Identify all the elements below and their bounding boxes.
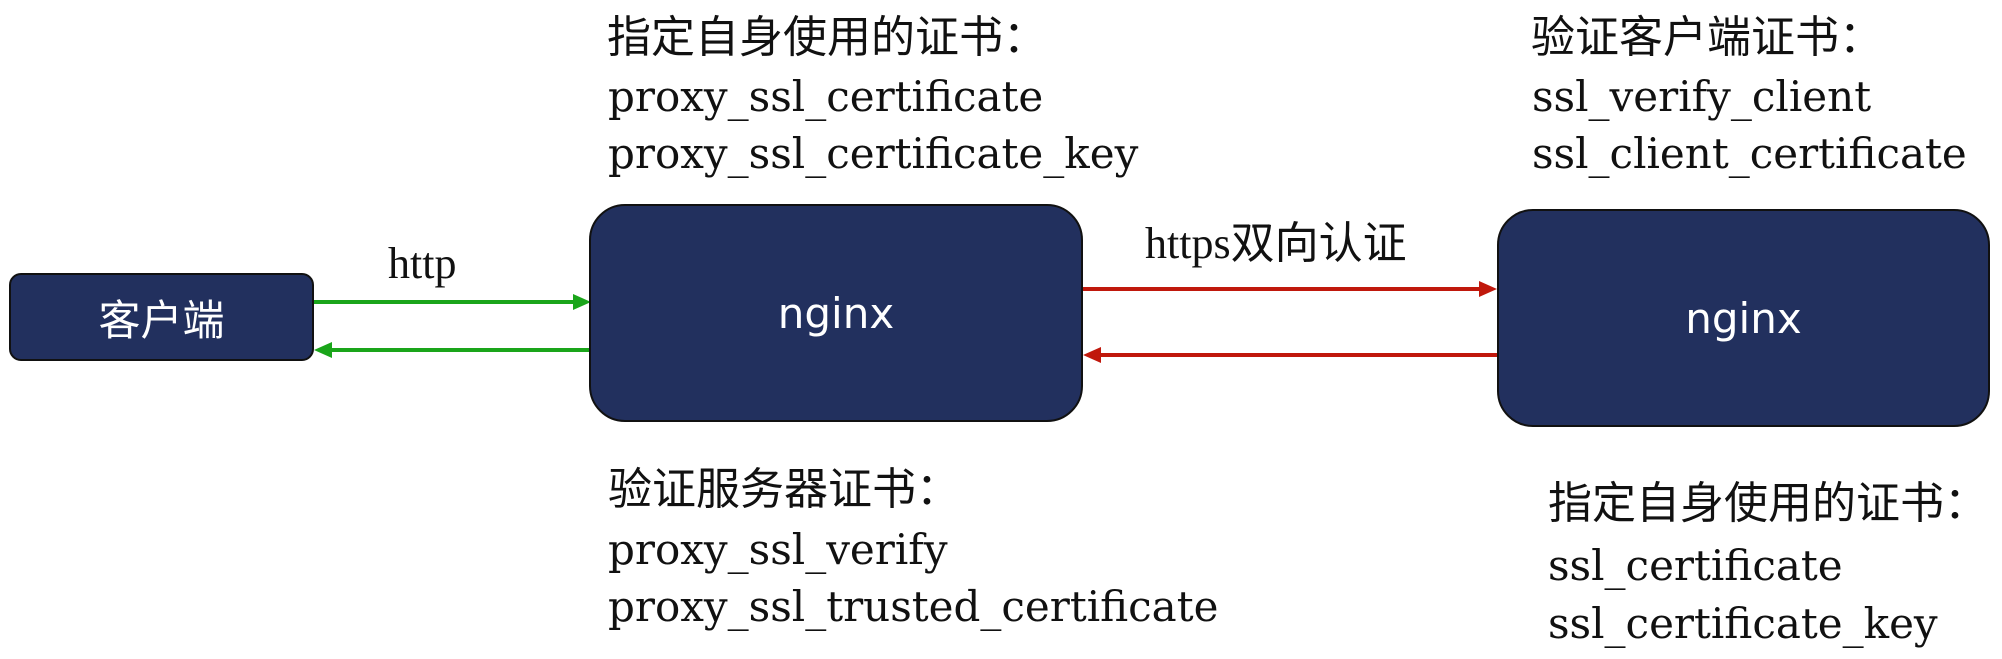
proxy-verify-server-line-2: proxy_ssl_trusted_certificate: [608, 582, 1219, 631]
server-own-cert-line-1: ssl_certificate: [1548, 541, 1843, 590]
http-edge-label: http: [388, 239, 457, 288]
server-own-cert-line-2: ssl_certificate_key: [1548, 599, 1938, 648]
nginx-server-node: nginx: [1497, 209, 1990, 427]
proxy-own-cert-line-2: proxy_ssl_certificate_key: [608, 129, 1139, 178]
server-verify-client-title: 验证客户端证书：: [1531, 12, 1883, 63]
https-response-arrowhead: [1083, 347, 1101, 363]
client-node-label: 客户端: [98, 295, 225, 345]
nginx-proxy-node: nginx: [589, 204, 1083, 422]
server-verify-client-line-1: ssl_verify_client: [1532, 72, 1872, 121]
client-node: 客户端: [9, 273, 314, 361]
nginx-server-node-label: nginx: [1685, 293, 1802, 343]
server-verify-client-line-2: ssl_client_certificate: [1532, 129, 1967, 178]
proxy-verify-server-line-1: proxy_ssl_verify: [608, 525, 948, 574]
nginx-proxy-node-label: nginx: [777, 288, 895, 338]
server-own-cert-title: 指定自身使用的证书：: [1548, 478, 1988, 529]
proxy-own-cert-title: 指定自身使用的证书：: [607, 12, 1047, 63]
http-response-arrowhead: [314, 342, 332, 358]
https-edge-label: https双向认证: [1145, 219, 1407, 268]
http-request-arrowhead: [573, 294, 591, 310]
proxy-own-cert-line-1: proxy_ssl_certificate: [608, 72, 1044, 121]
https-request-arrowhead: [1479, 281, 1497, 297]
proxy-verify-server-title: 验证服务器证书：: [608, 464, 960, 515]
